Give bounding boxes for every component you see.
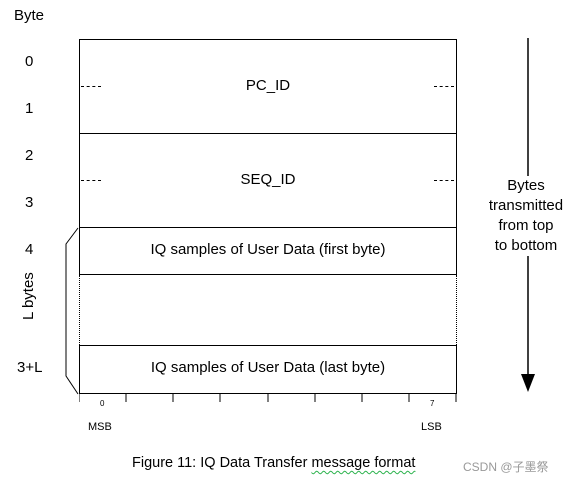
elided-rows-left-edge <box>79 275 80 345</box>
row-separator <box>79 227 457 228</box>
l-bytes-brace <box>65 227 79 395</box>
byte-number-3: 3 <box>25 194 34 211</box>
byte-number-2: 2 <box>25 147 34 164</box>
byte-boundary-dash <box>81 86 101 87</box>
byte-column-header: Byte <box>14 7 45 24</box>
byte-boundary-dash <box>81 180 101 181</box>
msb-label: MSB <box>88 421 112 433</box>
pc-id-field: PC_ID <box>245 77 291 94</box>
byte-number-1: 1 <box>25 100 34 117</box>
transmission-order-note: Bytes transmitted from top to bottom <box>478 176 574 256</box>
row-separator <box>79 274 457 275</box>
row-separator <box>79 133 457 134</box>
l-bytes-label: L bytes <box>20 272 37 320</box>
note-line: to bottom <box>494 237 558 254</box>
byte-number-4: 4 <box>25 241 34 258</box>
iq-first-byte-field: IQ samples of User Data (first byte) <box>150 241 386 258</box>
byte-boundary-dash <box>434 180 454 181</box>
figure-caption: Figure 11: IQ Data Transfer message form… <box>132 455 415 471</box>
caption-underlined-text: message format <box>311 455 416 471</box>
bit-tick-scale <box>79 393 457 402</box>
note-line: from top <box>498 217 554 234</box>
note-line: Bytes <box>507 177 545 194</box>
lsb-label: LSB <box>421 421 442 433</box>
byte-boundary-dash <box>434 86 454 87</box>
seq-id-field: SEQ_ID <box>240 171 296 188</box>
byte-number-0: 0 <box>25 53 34 70</box>
bit-label-0: 0 <box>100 399 105 408</box>
caption-text: Figure 11: IQ Data Transfer <box>132 455 312 471</box>
bit-label-7: 7 <box>430 399 435 408</box>
row-separator <box>79 345 457 346</box>
note-line: transmitted <box>488 197 564 214</box>
elided-rows-right-edge <box>456 275 457 345</box>
iq-last-byte-field: IQ samples of User Data (last byte) <box>150 359 386 376</box>
csdn-watermark: CSDN @子墨祭 <box>463 460 549 474</box>
elided-rows-region <box>79 275 457 345</box>
byte-number-3-plus-l: 3+L <box>17 359 43 376</box>
